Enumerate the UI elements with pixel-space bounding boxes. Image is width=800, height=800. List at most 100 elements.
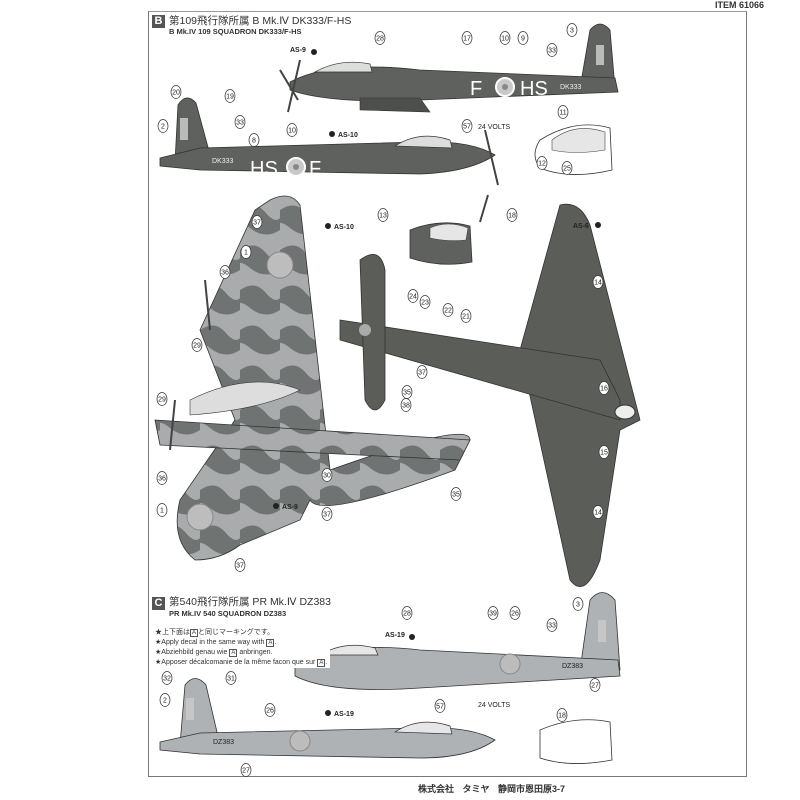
section-c-title-jp: 第540飛行隊所属 PR Mk.Ⅳ DZ383 bbox=[169, 596, 331, 608]
callout-number: 33 bbox=[548, 48, 556, 55]
callout-number: 10 bbox=[501, 36, 509, 43]
callout-circle bbox=[401, 606, 413, 620]
callout-number: 32 bbox=[163, 676, 171, 683]
callout-number: 28 bbox=[376, 36, 384, 43]
footer-address: 静岡市恩田原3-7 bbox=[498, 784, 566, 794]
callout-circle bbox=[556, 708, 568, 722]
callout-number: 28 bbox=[403, 611, 411, 618]
callout-number: 33 bbox=[236, 120, 244, 127]
paint-as19-c2: AS-19 bbox=[334, 711, 354, 718]
callout-number: 13 bbox=[379, 213, 387, 220]
callout-circle bbox=[592, 275, 604, 289]
callout-circle bbox=[156, 392, 168, 406]
callout-number: 12 bbox=[538, 161, 546, 168]
callout-number: 20 bbox=[172, 90, 180, 97]
callout-circle bbox=[286, 123, 298, 137]
callout-circle bbox=[546, 618, 558, 632]
section-c-title-en: PR Mk.IV 540 SQUADRON DZ383 bbox=[169, 609, 287, 618]
callout-number: 30 bbox=[323, 473, 331, 480]
callout-number: 17 bbox=[463, 36, 471, 43]
callout-number: 2 bbox=[163, 698, 167, 705]
callout-number: 25 bbox=[563, 166, 571, 173]
callout-number: 27 bbox=[591, 683, 599, 690]
volts-label-c: 24 VOLTS bbox=[478, 702, 510, 709]
serial-dz383-left: DZ383 bbox=[213, 739, 234, 746]
callout-number: 57 bbox=[463, 124, 471, 131]
callout-number: 37 bbox=[418, 370, 426, 377]
callout-number: 1 bbox=[244, 250, 248, 257]
callout-circle bbox=[517, 31, 529, 45]
callout-circle bbox=[561, 161, 573, 175]
callout-circle bbox=[400, 398, 412, 412]
callout-number: 14 bbox=[594, 280, 602, 287]
callout-circle bbox=[321, 468, 333, 482]
callout-number: 11 bbox=[559, 110, 566, 117]
callout-circle bbox=[157, 119, 169, 133]
nose-detail bbox=[409, 124, 613, 265]
note-en: ★Apply decal in the same way with A. bbox=[155, 639, 277, 647]
section-c-badge: C bbox=[152, 597, 165, 610]
callout-circle bbox=[592, 505, 604, 519]
paint-as19-c: AS-19 bbox=[385, 632, 405, 639]
callout-circle bbox=[598, 381, 610, 395]
note-de: ★Abziehbild genau wie A anbringen. bbox=[155, 649, 273, 657]
callout-circle bbox=[159, 693, 171, 707]
section-b-title-en: B Mk.IV 109 SQUADRON DK333/F-HS bbox=[169, 27, 302, 36]
top-view-dark bbox=[339, 203, 641, 587]
callout-circle bbox=[557, 105, 569, 119]
callout-circle bbox=[248, 133, 260, 147]
paint-as10-b: AS-10 bbox=[338, 132, 358, 139]
callout-circle bbox=[156, 471, 168, 485]
callout-number: 15 bbox=[600, 450, 608, 457]
paint-as9-top: AS-9 bbox=[282, 504, 298, 511]
callout-number: 37 bbox=[236, 563, 244, 570]
side-view-c-right: DZ383 24 VOLTS bbox=[294, 592, 621, 709]
code-hs-right: HS bbox=[520, 78, 548, 100]
callout-circle bbox=[161, 671, 173, 685]
callout-circle bbox=[225, 671, 237, 685]
callout-number: 8 bbox=[252, 138, 256, 145]
callout-circle bbox=[419, 295, 431, 309]
callout-circle bbox=[536, 156, 548, 170]
serial-dk333-left: DK333 bbox=[212, 158, 234, 165]
callout-circle bbox=[572, 597, 584, 611]
callout-circle bbox=[224, 89, 236, 103]
callout-circle bbox=[191, 338, 203, 352]
callout-circle bbox=[566, 23, 578, 37]
callout-number: 36 bbox=[221, 270, 229, 277]
callout-number: 57 bbox=[436, 704, 444, 711]
callout-number: 16 bbox=[600, 386, 608, 393]
callout-number: 18 bbox=[558, 713, 566, 720]
callout-number: 27 bbox=[242, 768, 250, 775]
callout-circle bbox=[234, 115, 246, 129]
code-f-right: F bbox=[470, 78, 482, 100]
instruction-frame bbox=[148, 11, 747, 777]
callout-circle bbox=[321, 507, 333, 521]
callout-number: 14 bbox=[594, 510, 602, 517]
callout-circle bbox=[377, 208, 389, 222]
callout-number: 35 bbox=[403, 390, 411, 397]
volts-label: 24 VOLTS bbox=[478, 124, 510, 131]
callout-number: 9 bbox=[521, 36, 525, 43]
serial-dz383-right: DZ383 bbox=[562, 663, 583, 670]
callout-circle bbox=[509, 606, 521, 620]
callout-number: 3 bbox=[576, 602, 580, 609]
callout-circle bbox=[461, 119, 473, 133]
callout-number: 26 bbox=[266, 708, 274, 715]
callout-number: 1 bbox=[160, 508, 164, 515]
side-view-b-left: DK333 HS F bbox=[159, 97, 499, 223]
callout-number: 22 bbox=[444, 308, 452, 315]
callout-circle bbox=[240, 245, 252, 259]
callout-circle bbox=[442, 303, 454, 317]
callout-number: 36 bbox=[158, 476, 166, 483]
callout-circle bbox=[264, 703, 276, 717]
callout-circle bbox=[434, 699, 446, 713]
callout-number: 23 bbox=[421, 300, 429, 307]
callout-circle bbox=[450, 487, 462, 501]
callout-circle bbox=[170, 85, 182, 99]
callout-circle bbox=[506, 208, 518, 222]
